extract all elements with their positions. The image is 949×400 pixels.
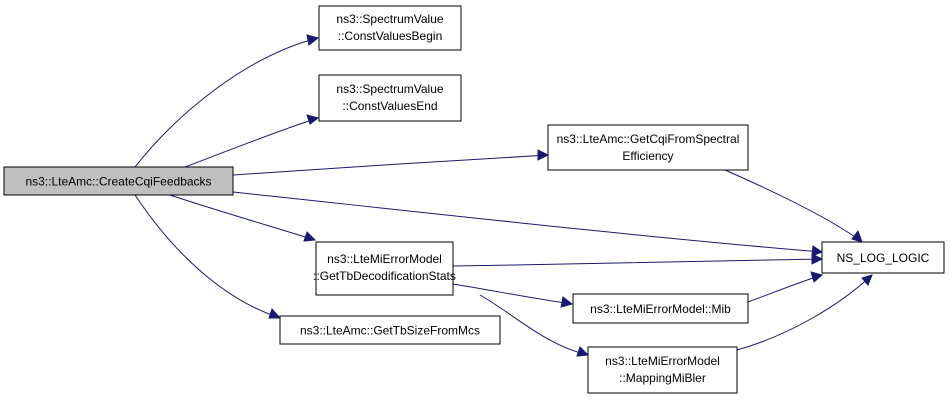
node-label-line2: Efficiency <box>622 149 673 163</box>
node-label: ns3::LteAmc::GetTbSizeFromMcs <box>300 324 480 338</box>
node-label-line2: ::MappingMiBler <box>619 371 706 385</box>
edge-mib-to-nslog <box>747 271 824 303</box>
node-mapping-mi-bler[interactable]: ns3::LteMiErrorModel ::MappingMiBler <box>587 346 738 394</box>
node-label-line1: ns3::SpectrumValue <box>336 12 443 26</box>
node-ns-log-logic[interactable]: NS_LOG_LOGIC <box>821 241 945 274</box>
node-label-line1: ns3::LteMiErrorModel <box>327 252 442 266</box>
edge-gettbdecod-to-nslog <box>452 253 824 267</box>
edge-mapping-to-nslog <box>736 274 873 351</box>
node-label-line2: ::GetTbDecodificationStats <box>313 269 456 283</box>
node-get-cqi-from-spectral-efficiency[interactable]: ns3::LteAmc::GetCqiFromSpectral Efficien… <box>547 124 749 171</box>
node-label: NS_LOG_LOGIC <box>837 251 930 265</box>
edge-createcqi-to-getcqi <box>232 149 550 176</box>
edge-getcqi-to-nslog <box>724 169 863 243</box>
node-get-tb-size-from-mcs[interactable]: ns3::LteAmc::GetTbSizeFromMcs <box>279 315 501 345</box>
node-const-values-end[interactable]: ns3::SpectrumValue ::ConstValuesEnd <box>318 74 462 122</box>
node-label-line2: ::ConstValuesEnd <box>342 99 437 113</box>
edge-createcqi-to-constvaluesend <box>184 114 320 168</box>
node-const-values-begin[interactable]: ns3::SpectrumValue ::ConstValuesBegin <box>318 5 462 51</box>
edge-gettbdecod-to-mapping <box>479 294 590 357</box>
node-label-line2: ::ConstValuesBegin <box>338 29 443 43</box>
node-label: ns3::LteMiErrorModel::Mib <box>590 302 731 316</box>
node-label-line1: ns3::SpectrumValue <box>336 82 443 96</box>
node-label: ns3::LteAmc::CreateCqiFeedbacks <box>25 175 211 189</box>
node-label-line1: ns3::LteAmc::GetCqiFromSpectral <box>557 132 740 146</box>
edge-createcqi-to-nslog <box>232 191 824 257</box>
edge-createcqi-to-constvaluesbegin <box>134 34 320 168</box>
edge-createcqi-to-gettbsize <box>134 194 282 319</box>
node-get-tb-decodification-stats[interactable]: ns3::LteMiErrorModel ::GetTbDecodificati… <box>313 241 456 296</box>
edge-gettbdecod-to-mib <box>452 283 574 308</box>
edge-createcqi-to-gettbdecod <box>169 194 317 242</box>
node-label-line1: ns3::LteMiErrorModel <box>605 354 720 368</box>
node-create-cqi-feedbacks[interactable]: ns3::LteAmc::CreateCqiFeedbacks <box>3 166 234 196</box>
node-mib[interactable]: ns3::LteMiErrorModel::Mib <box>572 293 749 324</box>
